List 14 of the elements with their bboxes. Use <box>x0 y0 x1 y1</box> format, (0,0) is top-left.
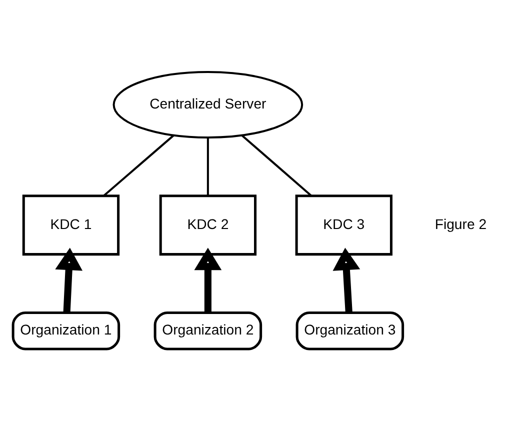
connector <box>240 134 312 196</box>
node-box: KDC 2 <box>158 194 256 256</box>
arrow <box>194 248 222 313</box>
node-box: KDC 3 <box>294 194 392 256</box>
arrow <box>54 248 82 313</box>
connector <box>102 134 174 196</box>
node-box: Organization 1 <box>11 311 120 350</box>
node-box: KDC 1 <box>22 194 120 256</box>
node-ellipse: Centralized Server <box>112 71 303 138</box>
node-box: Organization 2 <box>153 311 262 350</box>
label: Figure 2 <box>434 216 486 232</box>
connector <box>206 138 208 196</box>
arrow <box>332 248 360 313</box>
node-box: Organization 3 <box>295 311 404 350</box>
